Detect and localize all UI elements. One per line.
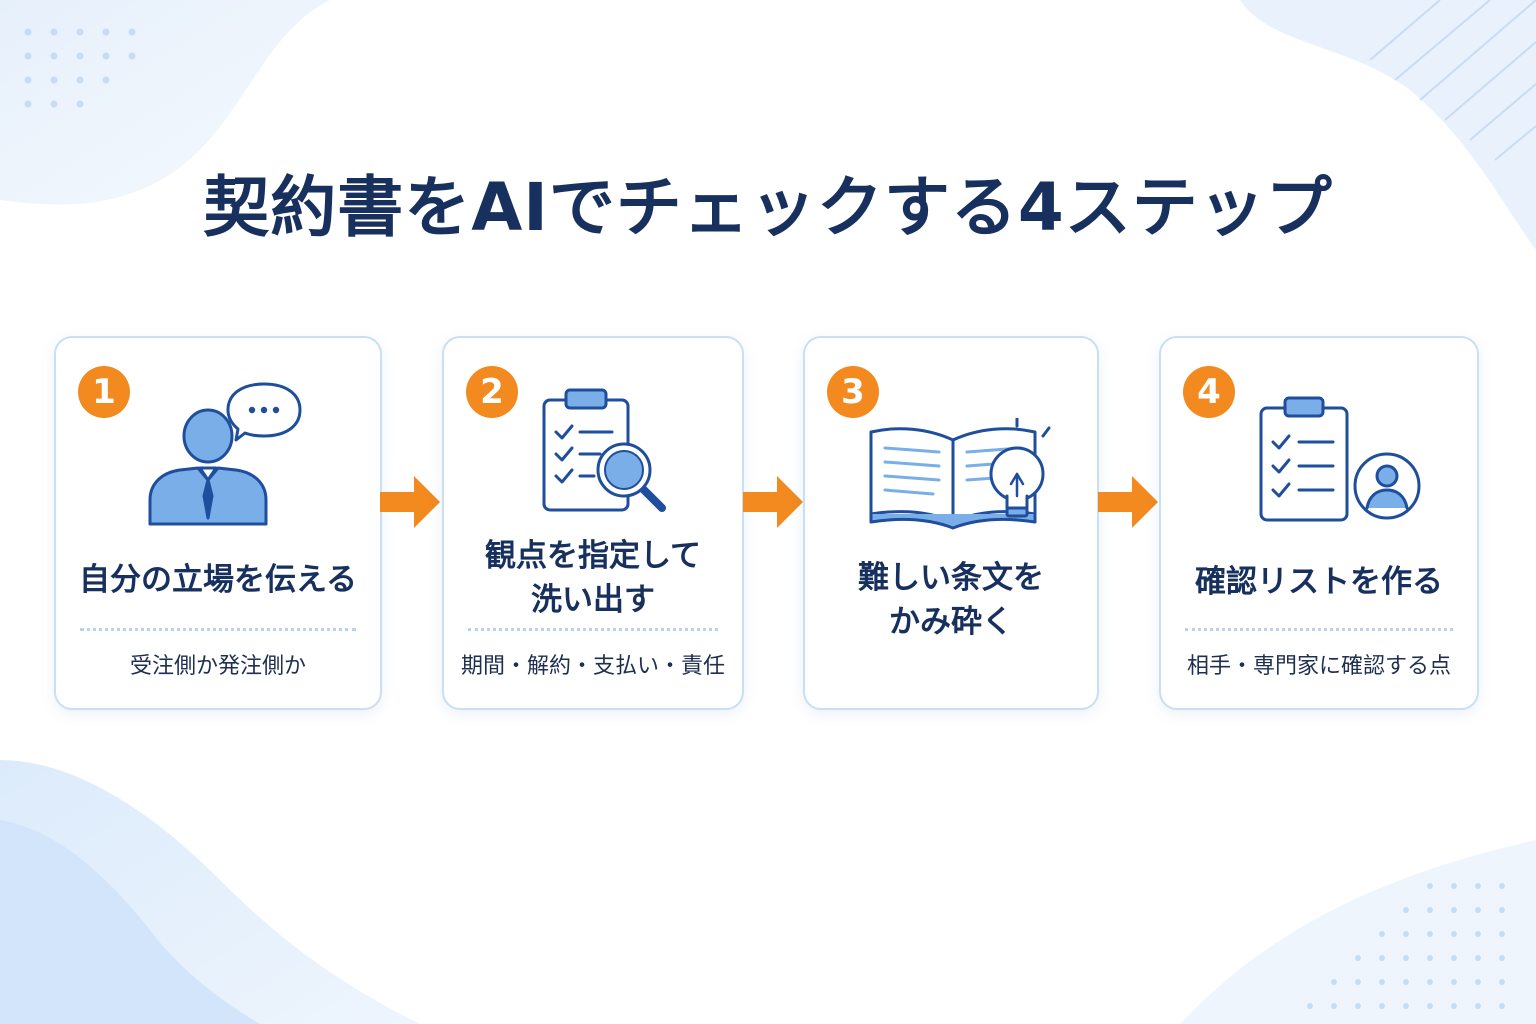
step-heading: 確認リストを作る: [1161, 560, 1477, 604]
diagonal-lines-top-right: [1369, 0, 1536, 161]
step-heading: 自分の立場を伝える: [56, 558, 380, 602]
step-number-badge: 4: [1183, 366, 1235, 418]
dotted-divider: [468, 628, 718, 631]
step-detail: 相手・専門家に確認する点: [1186, 654, 1451, 679]
blob-bottom-left-inner: [0, 820, 260, 1024]
step-detail: 受注側か発注側か: [129, 654, 306, 679]
step-card-3: 3 難しい条文を かみ砕く: [803, 336, 1099, 710]
clipboard-magnifier-icon: [542, 388, 666, 512]
arrow-right-icon: [1098, 476, 1158, 528]
clipboard-person-icon: [1259, 396, 1421, 522]
step-card-1: 1 自分の立場を伝える 受注側か発注側か: [54, 336, 382, 710]
step-number-badge: 2: [466, 366, 518, 418]
dot-grid-top-left: [24, 28, 136, 108]
step-heading-line: 観点を指定して: [484, 538, 702, 574]
blob-bottom-right: [1180, 840, 1536, 1024]
step-card-4: 4 確認リストを作る 相手・専門家に確認する点: [1159, 336, 1479, 710]
step-heading-line: 洗い出す: [531, 582, 655, 618]
step-heading-line: 難しい条文を: [858, 560, 1044, 596]
dot-grid-bottom-right: [1307, 883, 1505, 1009]
step-heading: 観点を指定して 洗い出す: [444, 534, 742, 622]
blob-top-left: [0, 0, 330, 205]
step-detail: 期間・解約・支払い・責任: [460, 654, 725, 679]
arrow-right-icon: [743, 476, 803, 528]
page-title: 契約書をAIでチェックする4ステップ: [203, 169, 1333, 246]
step-number-badge: 1: [78, 366, 130, 418]
step-heading: 難しい条文を かみ砕く: [805, 556, 1097, 644]
person-speech-icon: [148, 382, 302, 526]
step-heading-line: 確認リストを作る: [1195, 564, 1443, 600]
step-number-badge: 3: [827, 366, 879, 418]
step-heading-line: かみ砕く: [889, 604, 1013, 640]
step-card-2: 2 観点を指定して 洗い出す 期間・解約・支払い・責任: [442, 336, 744, 710]
dotted-divider: [80, 628, 356, 631]
step-heading-line: 自分の立場を伝える: [78, 562, 358, 598]
book-lightbulb-icon: [869, 418, 1051, 530]
arrow-right-icon: [380, 476, 440, 528]
dotted-divider: [1185, 628, 1453, 631]
